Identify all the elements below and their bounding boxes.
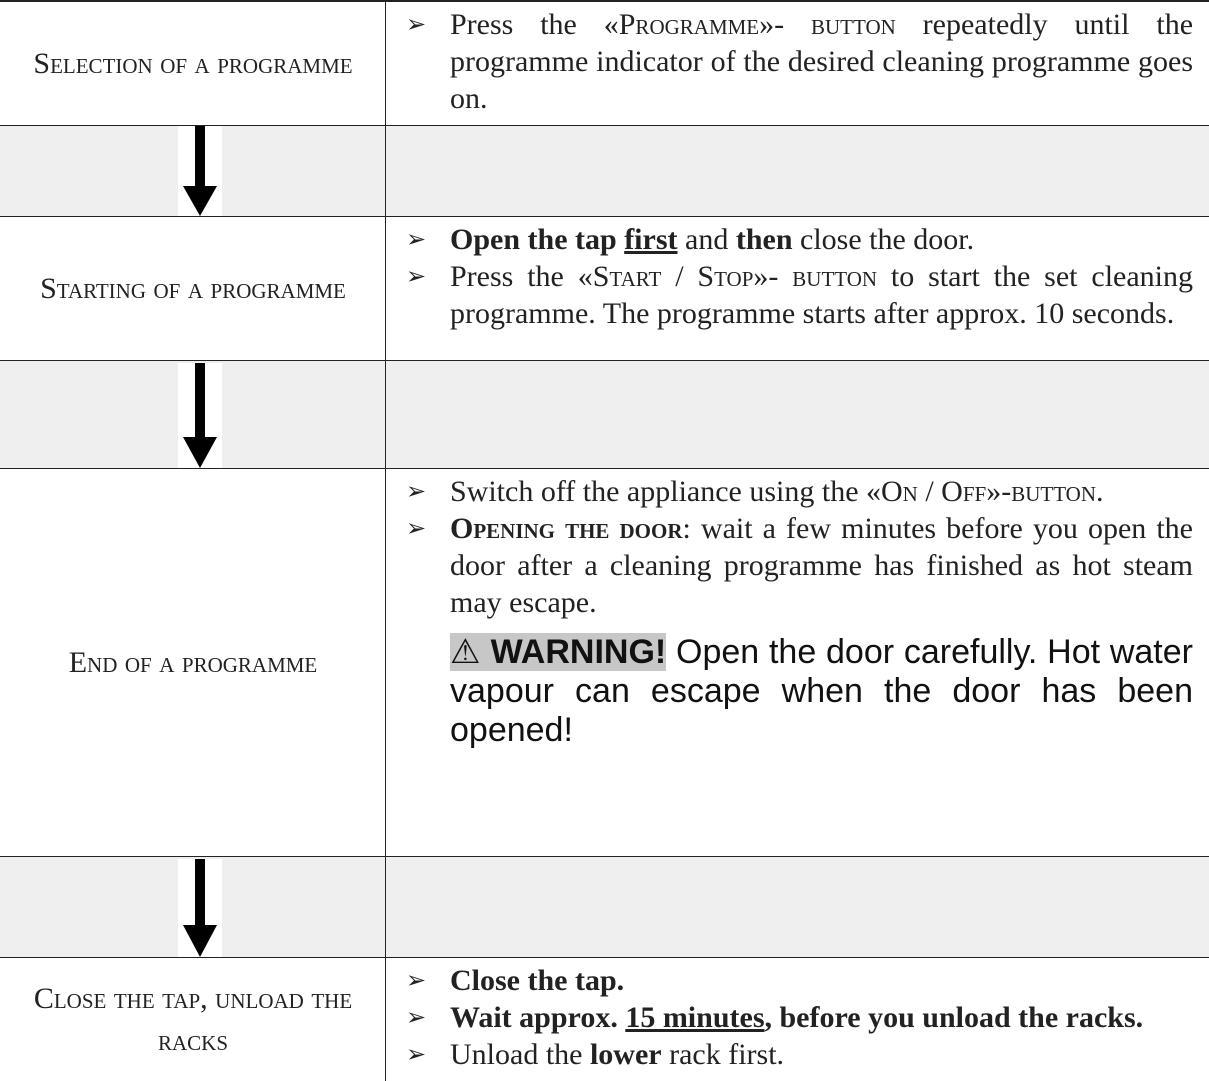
step-instructions: ➢ Press the «Programme»- button repeatedl…: [386, 2, 1209, 117]
step-instructions: ➢ Switch off the appliance using the «On …: [386, 469, 1209, 750]
instruction-text: close the door.: [792, 223, 975, 256]
column-divider: [385, 217, 386, 360]
separator-row: [0, 361, 1209, 469]
warning-text: Open the door carefully. Hot water vapou…: [450, 633, 1193, 749]
step-label: Starting of a programme: [40, 271, 346, 305]
warning-triangle-icon: ⚠: [450, 632, 481, 672]
step-row: Selection of a programme ➢ Press the «Pro…: [0, 2, 1209, 126]
step-row: Starting of a programme ➢ Open the tap fi…: [0, 217, 1209, 361]
down-arrow-icon: [178, 126, 222, 216]
arrowhead-bullet-icon: ➢: [406, 10, 427, 38]
instruction-text: »-: [753, 260, 779, 293]
instruction-text: rack first.: [661, 1038, 785, 1071]
instruction-text: .: [1096, 475, 1104, 508]
instruction-text: Start / Stop: [592, 260, 754, 293]
arrowhead-bullet-icon: ➢: [406, 225, 427, 253]
arrowhead-bullet-icon: ➢: [406, 1003, 427, 1031]
table-top-rule: [0, 0, 1209, 2]
instruction-text: Close the tap.: [450, 964, 625, 997]
instruction-text: »-: [759, 8, 785, 41]
arrowhead-bullet-icon: ➢: [406, 966, 427, 994]
separator-row: [0, 126, 1209, 217]
step-row: Close the tap, unload the racks ➢ Close t…: [0, 958, 1209, 1081]
instruction-text: button: [1011, 475, 1096, 508]
instruction-text: On / Off: [881, 475, 987, 508]
instruction-bullet: ➢ Unload the lower rack first.: [386, 1036, 1193, 1073]
instruction-text: then: [735, 223, 793, 256]
instruction-text: 15 minutes: [625, 1001, 765, 1034]
step-row: End of a programme ➢ Switch off the appli…: [0, 469, 1209, 857]
instruction-bullet: ➢ Wait approx. 15 minutes, before you unl…: [386, 999, 1193, 1036]
column-divider: [385, 2, 386, 125]
instruction-text: , before you unload the racks.: [764, 1001, 1144, 1034]
down-arrow-icon: [178, 859, 222, 957]
warning-heading: WARNING!: [490, 633, 667, 671]
step-label: Selection of a programme: [33, 46, 353, 80]
instruction-text: Press the «: [450, 260, 593, 293]
instruction-text: repeatedly until the programme indicator…: [450, 8, 1194, 115]
step-label: End of a programme: [68, 645, 318, 679]
warning-label: ⚠ WARNING!: [450, 632, 667, 672]
down-arrow-icon: [178, 363, 222, 468]
column-divider: [385, 958, 386, 1081]
arrowhead-bullet-icon: ➢: [406, 514, 427, 542]
instruction-text: first: [624, 223, 678, 256]
instruction-text: Wait approx.: [450, 1001, 626, 1034]
instruction-text: Open the tap: [450, 223, 625, 256]
instruction-text: »-: [986, 475, 1012, 508]
arrowhead-bullet-icon: ➢: [406, 477, 427, 505]
step-instructions: ➢ Open the tap first and then close the d…: [386, 217, 1209, 332]
separator-row: [0, 857, 1209, 958]
instruction-bullet: ➢ Opening the door: wait a few minutes be…: [386, 510, 1193, 621]
arrowhead-bullet-icon: ➢: [406, 1040, 427, 1068]
instruction-text: lower: [589, 1038, 662, 1071]
instruction-text: button: [778, 260, 878, 293]
step-instructions: ➢ Close the tap. ➢ Wait approx. 15 minutes,…: [386, 958, 1209, 1073]
instruction-text: and: [677, 223, 736, 256]
instruction-text: button: [784, 8, 896, 41]
warning-notice: ⚠ WARNING! Open the door carefully. Hot …: [450, 633, 1193, 750]
step-label: Close the tap, unload the racks: [33, 981, 353, 1057]
instruction-text: Press the «: [450, 8, 619, 41]
instruction-bullet: ➢ Press the «Programme»- button repeatedl…: [386, 6, 1193, 117]
column-divider: [385, 857, 386, 957]
instruction-text: to start the set cleaning programme. The…: [450, 260, 1193, 330]
column-divider: [385, 361, 386, 468]
instruction-text: Switch off the appliance using the «: [450, 475, 882, 508]
instruction-bullet: ➢ Close the tap.: [386, 962, 1193, 999]
column-divider: [385, 469, 386, 856]
instruction-bullet: ➢ Switch off the appliance using the «On …: [386, 473, 1193, 510]
instruction-text: Opening the door: [450, 512, 683, 545]
instruction-bullet: ➢ Press the «Start / Stop»- button to sta…: [386, 258, 1193, 332]
arrowhead-bullet-icon: ➢: [406, 262, 427, 290]
instruction-bullet: ➢ Open the tap first and then close the d…: [386, 221, 1193, 258]
instruction-text: Unload the: [450, 1038, 590, 1071]
instruction-text: Programme: [618, 8, 760, 41]
column-divider: [385, 126, 386, 216]
instruction-text: : wait a few minutes before you open the…: [450, 512, 1193, 619]
